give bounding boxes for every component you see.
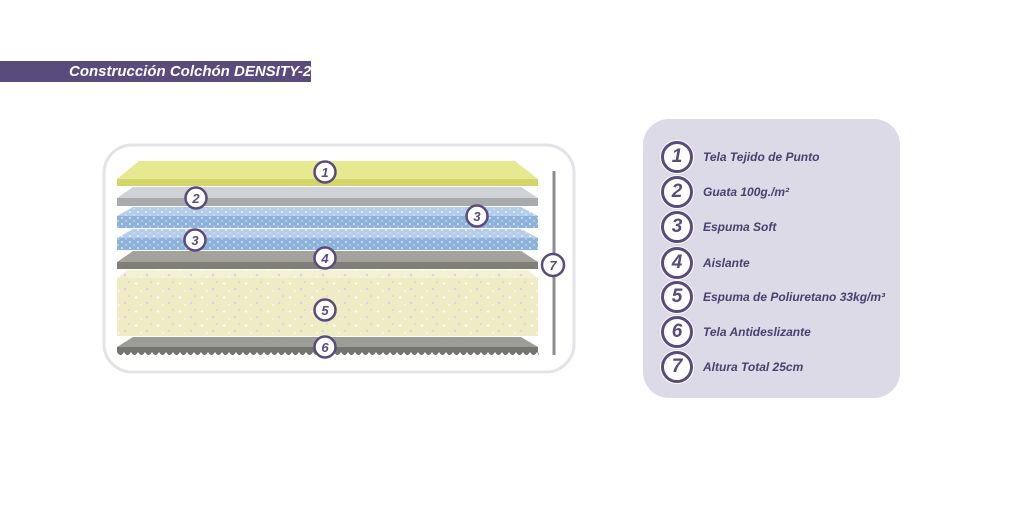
legend-item-5: 5 Espuma de Poliuretano 33kg/m³ (661, 280, 885, 314)
legend-badge-7: 7 (661, 351, 693, 383)
legend-item-7: 7 Altura Total 25cm (661, 350, 803, 384)
legend-badge-5: 5 (661, 281, 693, 313)
legend-label-1: Tela Tejido de Punto (703, 150, 820, 164)
badge-1-label: 1 (321, 165, 328, 180)
badge-3b: 3 (183, 228, 207, 252)
legend-badge-6: 6 (661, 316, 693, 348)
legend-item-3: 3 Espuma Soft (661, 210, 776, 244)
badge-3a-label: 3 (473, 209, 481, 224)
legend-badge-4: 4 (661, 247, 693, 279)
badge-2: 2 (184, 186, 208, 210)
title-bar: Construcción Colchón DENSITY-2 (0, 61, 311, 82)
badge-4-label: 4 (320, 251, 329, 266)
badge-7: 7 (540, 252, 566, 278)
badge-2-label: 2 (191, 191, 200, 206)
legend-label-4: Aislante (703, 256, 750, 270)
legend-label-5: Espuma de Poliuretano 33kg/m³ (703, 290, 886, 304)
legend-badge-2: 2 (661, 176, 693, 208)
layer-guata (117, 187, 538, 206)
scallop-edge (117, 352, 540, 355)
legend-label-7: Altura Total 25cm (703, 360, 804, 374)
legend-item-6: 6 Tela Antideslizante (661, 315, 811, 349)
badge-3a: 3 (465, 204, 489, 228)
legend-item-2: 2 Guata 100g./m² (661, 175, 789, 209)
badge-5: 5 (313, 298, 337, 322)
page-title: Construcción Colchón DENSITY-2 (69, 63, 312, 80)
legend-panel: 1 Tela Tejido de Punto 2 Guata 100g./m² … (643, 119, 900, 398)
legend-label-3: Espuma Soft (703, 220, 777, 234)
legend-label-6: Tela Antideslizante (703, 325, 811, 339)
badge-7-label: 7 (549, 258, 557, 273)
legend-badge-3: 3 (661, 211, 693, 243)
legend-item-1: 1 Tela Tejido de Punto (661, 140, 819, 174)
layer-soft-bottom (117, 229, 538, 250)
badge-4: 4 (313, 246, 337, 270)
badge-6: 6 (313, 335, 337, 359)
legend-item-4: 4 Aislante (661, 246, 750, 280)
badge-6-label: 6 (321, 340, 329, 355)
legend-badge-1: 1 (661, 141, 693, 173)
badge-1: 1 (313, 160, 337, 184)
layer-soft-top (117, 207, 538, 228)
legend-label-2: Guata 100g./m² (703, 185, 790, 199)
badge-3b-label: 3 (191, 233, 199, 248)
badge-5-label: 5 (321, 303, 329, 318)
